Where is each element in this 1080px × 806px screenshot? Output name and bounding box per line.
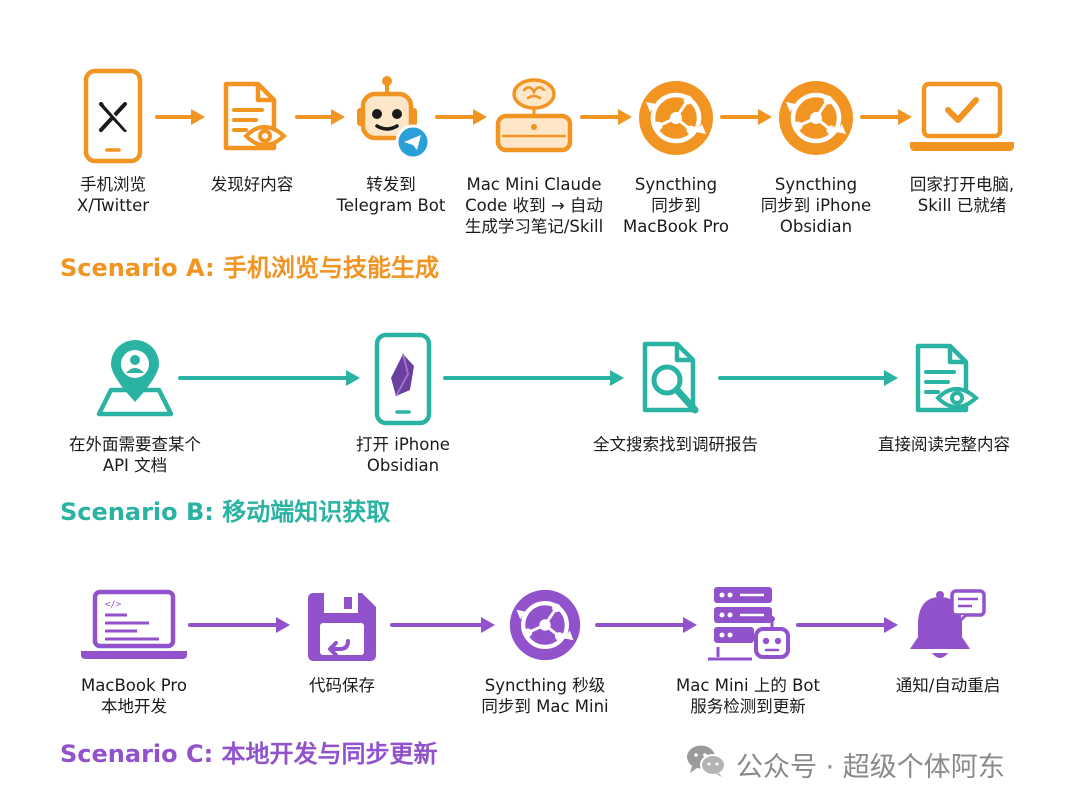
scenario-a-title: Scenario A: 手机浏览与技能生成 [60, 254, 439, 282]
flow-arrow-head [610, 370, 624, 386]
flow-arrow-head [884, 370, 898, 386]
laptop-code-icon: </> [79, 589, 189, 661]
step-label: 手机浏览 X/Twitter [76, 175, 150, 215]
step-label: 通知/自动重启 [895, 676, 1001, 695]
syncthing-icon [776, 78, 856, 158]
flow-arrow-head [683, 617, 697, 633]
step-label: 代码保存 [309, 676, 375, 695]
mac-mini-brain-icon [492, 72, 576, 158]
bell-message-icon [908, 587, 988, 665]
step-label: 在外面需要查某个 API 文档 [69, 435, 201, 475]
scenario-c-title: Scenario C: 本地开发与同步更新 [60, 740, 438, 768]
step-label: 发现好内容 [210, 175, 294, 194]
watermark: 公众号 · 超级个体阿东 [686, 744, 1005, 784]
flow-arrow-head [473, 109, 487, 125]
document-eye-icon [904, 340, 984, 420]
step-label: Mac Mini Claude Code 收到 → 自动 生成学习笔记/Skil… [464, 175, 604, 236]
flow-arrow-head [481, 617, 495, 633]
step-label: Mac Mini 上的 Bot 服务检测到更新 [676, 676, 820, 716]
laptop-check-icon [908, 80, 1016, 154]
step-label: Syncthing 同步到 iPhone Obsidian [760, 175, 872, 236]
flow-arrow-head [331, 109, 345, 125]
step-label: 转发到 Telegram Bot [336, 175, 446, 215]
document-search-icon [633, 340, 713, 420]
scenario-b-title: Scenario B: 移动端知识获取 [60, 498, 391, 526]
flow-arrow-head [884, 617, 898, 633]
step-label: 直接阅读完整内容 [878, 435, 1010, 454]
step-label: 打开 iPhone Obsidian [356, 435, 450, 475]
flow-arrow-head [346, 370, 360, 386]
wechat-icon [686, 744, 726, 785]
robot-telegram-icon [349, 72, 433, 160]
flow-arrow-head [276, 617, 290, 633]
map-pin-person-icon [95, 338, 175, 418]
step-label: Syncthing 秒级 同步到 Mac Mini [481, 676, 609, 716]
flow-arrow-head [758, 109, 772, 125]
save-icon [304, 589, 380, 665]
phone-obsidian-icon [374, 332, 432, 426]
watermark-text: 公众号 · 超级个体阿东 [736, 751, 1005, 783]
document-eye-icon [212, 78, 292, 158]
flow-arrow-head [191, 109, 205, 125]
flow-arrow-head [618, 109, 632, 125]
x-phone-icon [83, 68, 143, 164]
svg-text:</>: </> [105, 600, 122, 610]
step-label: MacBook Pro 本地开发 [81, 676, 187, 716]
step-label: Syncthing 同步到 MacBook Pro [623, 175, 729, 236]
syncthing-icon [636, 78, 716, 158]
step-label: 回家打开电脑, Skill 已就绪 [909, 175, 1015, 215]
step-label: 全文搜索找到调研报告 [593, 435, 758, 454]
server-bot-icon [704, 585, 792, 665]
syncthing-icon [507, 587, 583, 663]
